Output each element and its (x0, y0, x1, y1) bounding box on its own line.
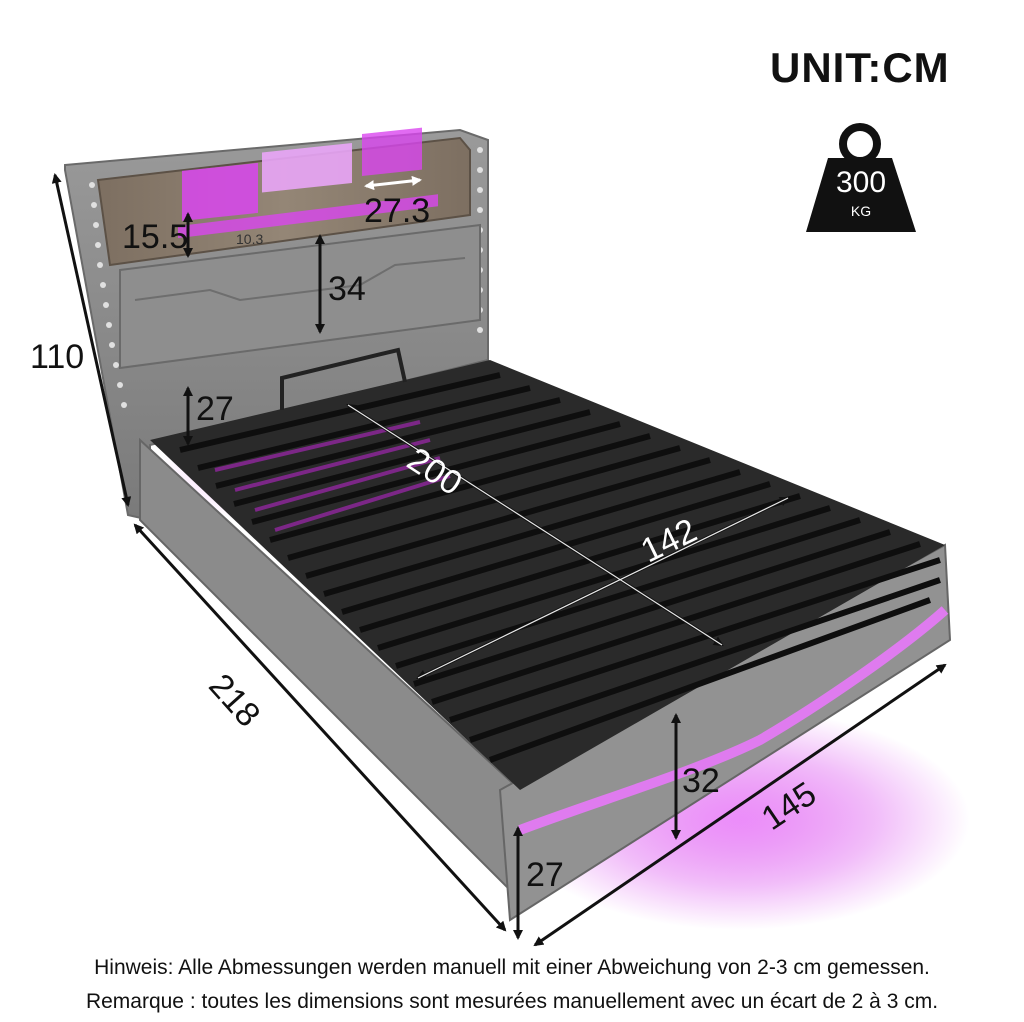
arrow-total-length (133, 523, 507, 932)
arrow-total-height (51, 173, 132, 507)
dim-shelf-width: 27.3 (364, 192, 431, 230)
dim-side-rail-height: 32 (682, 762, 720, 800)
dim-total-height: 110 (30, 338, 85, 376)
weight-capacity-unit: KG (850, 203, 872, 219)
headboard (64, 127, 489, 522)
dim-headboard-gap: 27 (196, 390, 234, 428)
note-french: Remarque : toutes les dimensions sont me… (85, 990, 939, 1013)
arrow-mattress-width-light (417, 497, 789, 679)
note-german: Hinweis: Alle Abmessungen werden manuell… (94, 956, 930, 979)
arrow-mattress-length-light (347, 404, 723, 646)
arrow-total-width (533, 663, 947, 947)
weight-icon (806, 123, 916, 232)
arrow-shelf-width (364, 175, 422, 191)
dim-panel-height: 34 (328, 270, 366, 308)
dim-shelf-depth: 10.3 (236, 231, 264, 247)
lift-handle (280, 347, 407, 410)
unit-label: UNIT:CM (770, 44, 950, 91)
dim-shelf-height: 15.5 (122, 218, 189, 256)
weight-capacity-value: 300 (835, 166, 887, 199)
dim-floor-clearance: 27 (526, 856, 564, 894)
